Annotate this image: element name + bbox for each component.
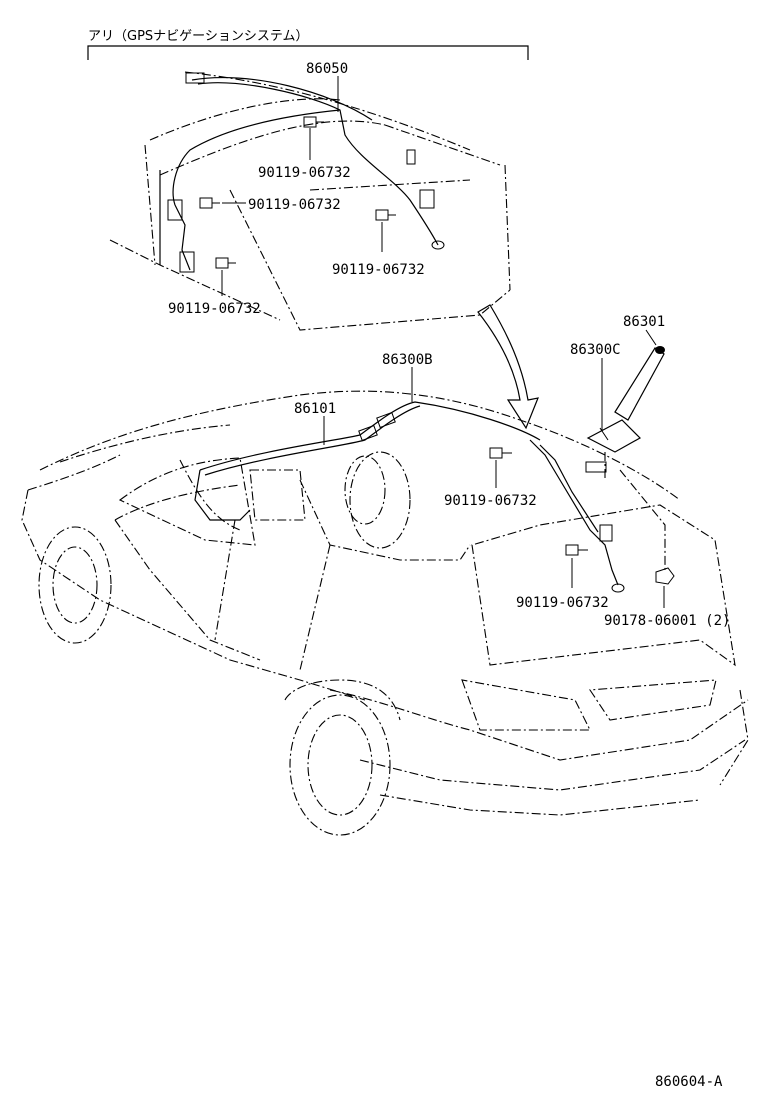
bolt-icon xyxy=(303,116,324,128)
bolt-icon xyxy=(375,209,396,221)
part-label-bolt-e: 90119-06732 xyxy=(444,493,537,509)
header-bracket: アリ（GPSナビゲーションシステム） xyxy=(87,29,529,60)
inset-roof-view xyxy=(109,71,511,331)
part-label-86050: 86050 xyxy=(306,61,348,77)
bolt-icon xyxy=(215,257,236,269)
bolt-icon xyxy=(489,447,512,459)
bolt-icon xyxy=(199,197,220,209)
header-title: アリ（GPSナビゲーションシステム） xyxy=(88,29,309,44)
nut-icon xyxy=(655,567,675,585)
bolt-icon xyxy=(565,544,588,556)
part-label-bolt-c: 90119-06732 xyxy=(332,262,425,278)
part-label-bolt-b: 90119-06732 xyxy=(248,197,341,213)
part-label-86300b: 86300B xyxy=(382,352,433,368)
pointer-arrow xyxy=(477,304,539,430)
antenna-assembly xyxy=(586,329,666,570)
part-label-bolt-d: 90119-06732 xyxy=(168,301,261,317)
part-label-86101: 86101 xyxy=(294,401,336,417)
part-label-86300c: 86300C xyxy=(570,342,621,358)
diagram-code: 860604-A xyxy=(655,1074,723,1090)
part-label-bolt-f: 90119-06732 xyxy=(516,595,609,611)
part-label-bolt-a: 90119-06732 xyxy=(258,165,351,181)
part-label-nut: 90178-06001 (2) xyxy=(604,613,730,629)
vehicle-outline xyxy=(21,390,749,836)
cable-86300b-86101 xyxy=(194,401,625,593)
part-label-86301: 86301 xyxy=(623,314,665,330)
